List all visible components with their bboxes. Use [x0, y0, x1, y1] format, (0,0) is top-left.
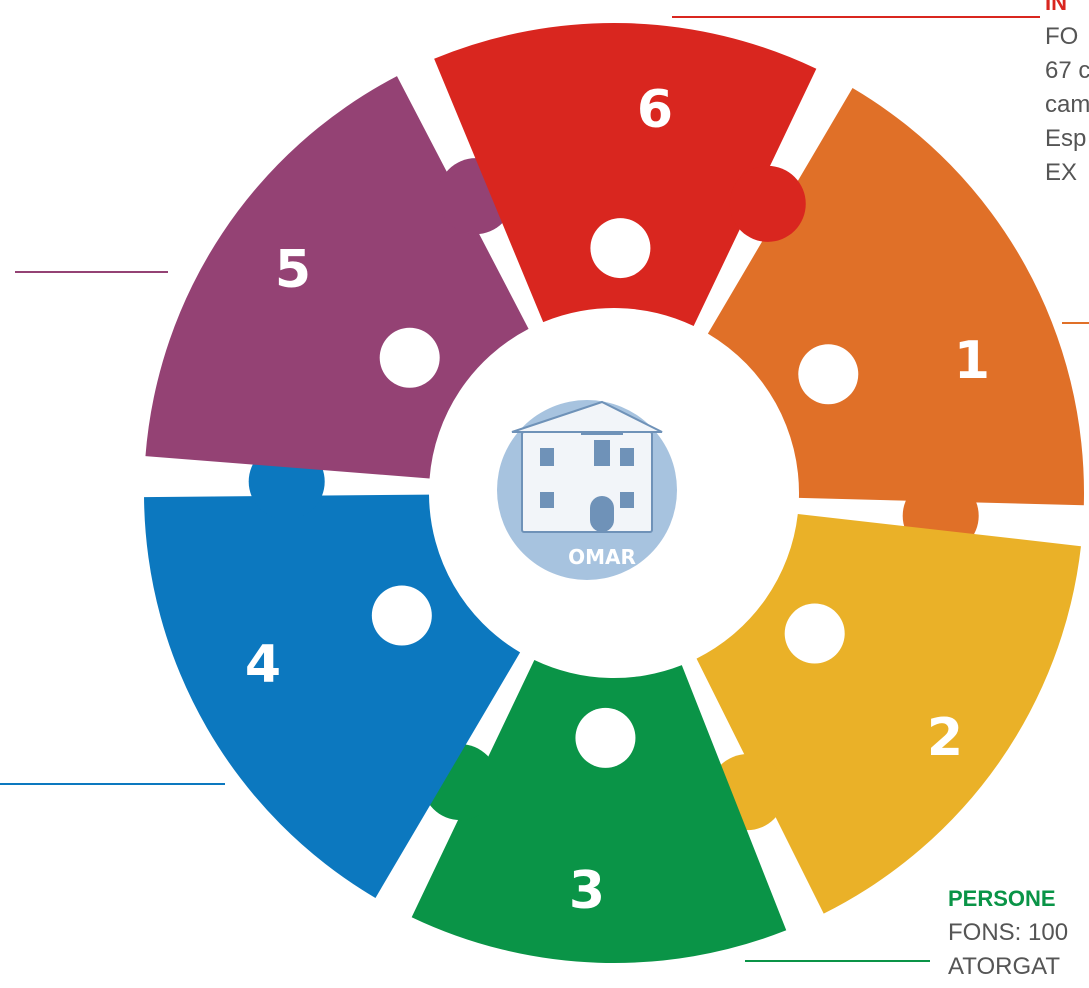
piece-number-2: 2 — [927, 708, 963, 768]
puzzle-piece-4 — [144, 494, 521, 898]
top-callout-line: FO — [1045, 23, 1079, 50]
bottom-callout: PERSONE FONS: 100 ATORGAT — [948, 882, 1068, 984]
puzzle-piece-5 — [145, 76, 529, 479]
puzzle-piece-6 — [434, 23, 817, 327]
puzzle-socket-6 — [590, 218, 651, 279]
top-callout-line: cam — [1045, 91, 1089, 118]
logo-label: OMAR — [568, 545, 636, 569]
piece-number-5: 5 — [275, 240, 311, 300]
puzzle-socket-5 — [379, 327, 440, 388]
piece-number-3: 3 — [569, 861, 605, 921]
building-windows — [540, 440, 634, 532]
puzzle-socket-2 — [784, 603, 845, 664]
top-callout-line: Esp — [1045, 125, 1087, 152]
top-callout-line: 67 c — [1045, 57, 1089, 84]
top-callout: IN FO 67 c cam Esp EX — [1045, 0, 1089, 190]
omar-logo: OMAR — [497, 400, 677, 580]
puzzle-piece-3 — [411, 659, 787, 963]
piece-number-6: 6 — [637, 80, 673, 140]
puzzle-knob-6 — [729, 165, 806, 242]
puzzle-ring — [144, 23, 1084, 963]
building-icon — [511, 400, 663, 533]
puzzle-socket-4 — [371, 585, 432, 646]
connector-lines — [0, 16, 1089, 962]
puzzle-socket-1 — [798, 344, 859, 405]
piece-number-4: 4 — [245, 635, 281, 695]
piece-number-1: 1 — [954, 331, 990, 391]
top-callout-line: EX — [1045, 159, 1078, 186]
bottom-callout-title: PERSONE — [948, 886, 1056, 911]
top-callout-title: IN — [1045, 0, 1067, 15]
bottom-callout-line: ATORGAT — [948, 953, 1061, 980]
puzzle-socket-3 — [575, 707, 636, 768]
bottom-callout-line: FONS: 100 — [948, 919, 1069, 946]
